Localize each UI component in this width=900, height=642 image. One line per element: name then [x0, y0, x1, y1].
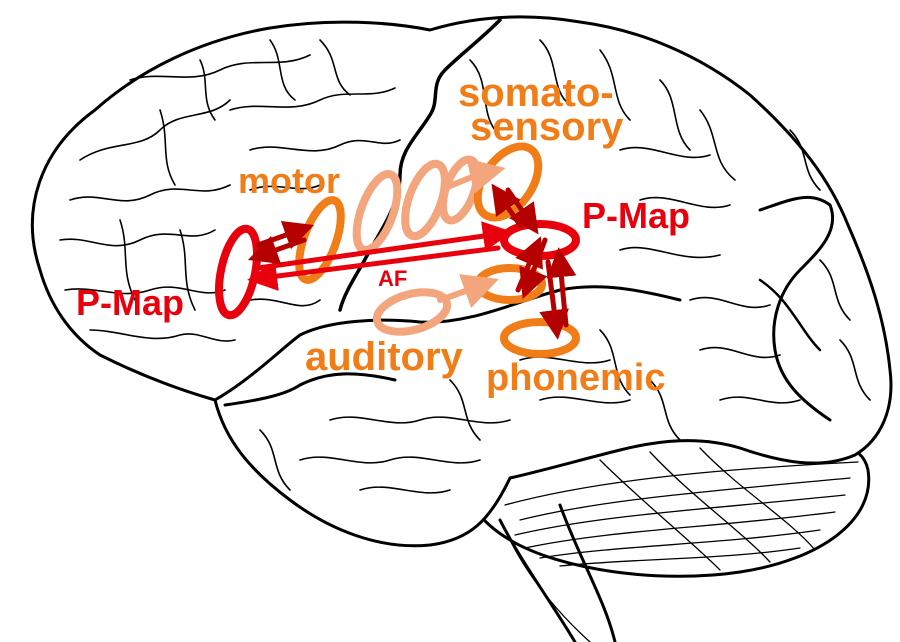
- brainstem: [498, 503, 617, 642]
- label-auditory: auditory: [305, 335, 464, 379]
- arrow-pmapleft-motor-b: [247, 235, 307, 265]
- gyri: [59, 39, 871, 494]
- arrow-af-forward: [255, 221, 513, 271]
- arrow-auditory-hub: [437, 274, 499, 309]
- label-pmap-left: P-Map: [76, 282, 184, 323]
- cerebellum: [466, 435, 871, 578]
- label-pmap-right: P-Map: [582, 195, 690, 236]
- arrows: [247, 158, 577, 340]
- label-somato-line1: somato-: [458, 71, 614, 115]
- auditory-region: [372, 288, 452, 336]
- central-sulcus: [338, 18, 502, 312]
- label-phonemic: phonemic: [486, 357, 665, 399]
- arrow-somato-pmap-b: [491, 183, 523, 228]
- labels: somato- sensory motor P-Map P-Map AF aud…: [76, 71, 690, 399]
- arrow-hub-phonemic-b: [546, 247, 577, 328]
- label-motor: motor: [238, 160, 340, 201]
- motor-region-2: [352, 170, 402, 254]
- arrow-pmap-hub-b: [515, 236, 543, 293]
- label-af: AF: [378, 266, 407, 291]
- arrow-af-backward: [247, 245, 501, 291]
- label-somato-line2: sensory: [470, 105, 624, 149]
- lateral-fissure: [213, 285, 682, 402]
- arrow-motor-somato: [442, 158, 506, 194]
